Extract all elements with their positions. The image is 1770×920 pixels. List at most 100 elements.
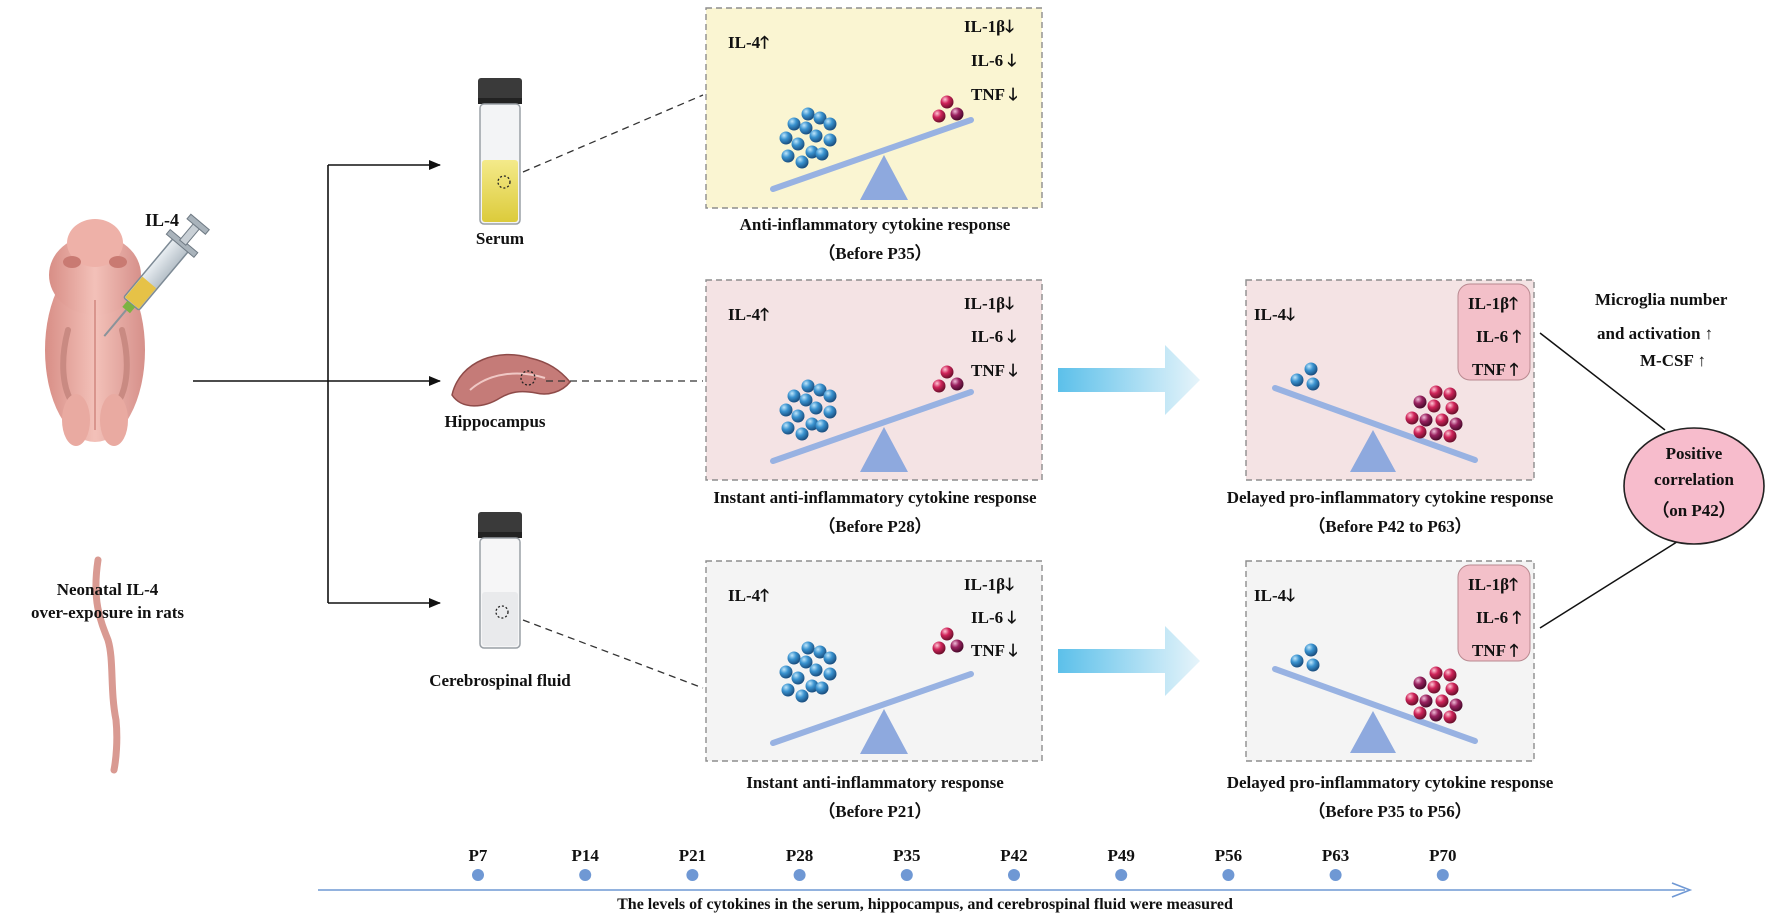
microglia-line-1: Microglia number — [1595, 290, 1728, 309]
correlation-line-1: Positive — [1665, 444, 1723, 463]
pro-inflammatory-ball — [1449, 417, 1463, 431]
anti-inflammatory-ball — [1304, 643, 1318, 657]
sample-connectors — [522, 94, 704, 689]
pro-inflammatory-ball — [1405, 411, 1419, 425]
pro-inflammatory-ball — [932, 641, 946, 655]
pro-inflammatory-ball — [1443, 668, 1457, 682]
serum-caption-line-2: （Before P35） — [818, 244, 932, 263]
rat-caption-line-1: Neonatal IL-4 — [56, 580, 159, 599]
up-arrow-icon: 🡑 — [760, 305, 769, 324]
down-arrow-icon: 🡓 — [1008, 85, 1018, 104]
pro-inflammatory-ball — [932, 379, 946, 393]
anti-inflammatory-ball — [781, 149, 795, 163]
timeline-dot — [1436, 869, 1449, 881]
correlation-line-2: correlation — [1654, 470, 1734, 489]
anti-inflammatory-ball — [791, 137, 805, 151]
csf-label: Cerebrospinal fluid — [429, 671, 571, 690]
tnf-label: TNF 🡑 — [1472, 360, 1519, 379]
il4-label: IL-4🡑 — [728, 305, 769, 324]
anti-inflammatory-ball — [813, 383, 827, 397]
pro-inflammatory-ball — [950, 639, 964, 653]
down-arrow-icon: 🡓 — [1286, 586, 1295, 605]
timeline-tick-label: P14 — [571, 846, 599, 865]
down-arrow-icon: 🡓 — [1005, 17, 1014, 36]
pro-inflammatory-ball — [1427, 399, 1441, 413]
il1b-label: IL-1β🡑 — [1468, 575, 1518, 594]
il6-label: IL-6 🡓 — [971, 608, 1017, 627]
anti-inflammatory-ball — [1290, 654, 1304, 668]
pro-inflammatory-ball — [1435, 413, 1449, 427]
pro-inflammatory-ball — [940, 365, 954, 379]
pro-inflammatory-ball — [940, 627, 954, 641]
timeline-tick-label: P42 — [1000, 846, 1028, 865]
up-arrow-icon: 🡑 — [1512, 608, 1522, 627]
csf-early-caption-line-2: （Before P21） — [818, 802, 932, 821]
il6-label: IL-6 🡓 — [971, 51, 1017, 70]
anti-inflammatory-ball — [1304, 362, 1318, 376]
il1b-label: IL-1β🡓 — [964, 294, 1014, 313]
anti-inflammatory-ball — [815, 147, 829, 161]
anti-inflammatory-ball — [809, 401, 823, 415]
timeline-tick-label: P21 — [678, 846, 707, 865]
up-arrow-icon: 🡑 — [760, 33, 769, 52]
transition-arrow-icon — [1058, 626, 1200, 696]
timeline-tick-label: P56 — [1214, 846, 1243, 865]
csf-late-caption-line-2: （Before P35 to P56） — [1308, 802, 1472, 821]
up-arrow-icon: 🡑 — [1512, 327, 1522, 346]
pro-inflammatory-ball — [1413, 676, 1427, 690]
tnf-label: TNF 🡓 — [971, 85, 1018, 104]
anti-inflammatory-ball — [823, 651, 837, 665]
anti-inflammatory-ball — [813, 645, 827, 659]
anti-inflammatory-ball — [799, 393, 813, 407]
timeline-caption: The levels of cytokines in the serum, hi… — [617, 896, 1233, 913]
timeline-dot — [793, 869, 806, 881]
anti-inflammatory-ball — [801, 379, 815, 393]
anti-inflammatory-ball — [801, 107, 815, 121]
pro-inflammatory-ball — [1419, 413, 1433, 427]
pro-inflammatory-ball — [1413, 395, 1427, 409]
il6-label: IL-6 🡑 — [1476, 327, 1522, 346]
timeline — [318, 869, 1693, 898]
cytokine-balls — [779, 95, 1463, 724]
anti-inflammatory-ball — [795, 155, 809, 169]
tnf-label: TNF 🡑 — [1472, 641, 1519, 660]
il1b-label: IL-1β🡓 — [964, 575, 1014, 594]
serum-caption-line-1: Anti-inflammatory cytokine response — [739, 215, 1011, 234]
anti-inflammatory-ball — [805, 679, 819, 693]
hippo-late-caption-line-2: （Before P42 to P63） — [1308, 517, 1472, 536]
anti-inflammatory-ball — [787, 651, 801, 665]
down-arrow-icon: 🡓 — [1286, 305, 1295, 324]
cytokine-highlight-box — [1457, 283, 1531, 381]
il6-label: IL-6 🡓 — [971, 327, 1017, 346]
timeline-dot — [1329, 869, 1342, 881]
serum-label: Serum — [475, 229, 525, 248]
csf-late-caption-line-1: Delayed pro-inflammatory cytokine respon… — [1226, 773, 1554, 792]
down-arrow-icon: 🡓 — [1005, 294, 1014, 313]
pro-inflammatory-ball — [1429, 666, 1443, 680]
anti-inflammatory-ball — [809, 663, 823, 677]
anti-inflammatory-ball — [1306, 658, 1320, 672]
anti-inflammatory-ball — [787, 117, 801, 131]
pro-inflammatory-ball — [1405, 692, 1419, 706]
transition-arrow-icon — [1058, 345, 1200, 415]
cytokine-highlight-box — [1457, 564, 1531, 662]
csf-early-caption-line-1: Instant anti-inflammatory response — [746, 773, 1004, 792]
anti-inflammatory-ball — [779, 665, 793, 679]
pro-inflammatory-ball — [1443, 710, 1457, 724]
syringe-icon — [103, 213, 210, 337]
anti-inflammatory-ball — [809, 129, 823, 143]
hippo-early-caption-line-2: （Before P28） — [818, 517, 932, 536]
pro-inflammatory-ball — [1445, 401, 1459, 415]
il4-label: IL-4🡓 — [1254, 305, 1295, 324]
anti-inflammatory-ball — [805, 417, 819, 431]
pro-inflammatory-ball — [940, 95, 954, 109]
serum-vial-icon — [478, 78, 522, 225]
timeline-dot — [686, 869, 699, 881]
seesaw-icons — [770, 117, 1478, 754]
pro-inflammatory-ball — [1445, 682, 1459, 696]
anti-inflammatory-ball — [815, 681, 829, 695]
anti-inflammatory-ball — [779, 131, 793, 145]
il4-label: IL-4🡓 — [1254, 586, 1295, 605]
pro-inflammatory-ball — [932, 109, 946, 123]
pro-inflammatory-ball — [1419, 694, 1433, 708]
